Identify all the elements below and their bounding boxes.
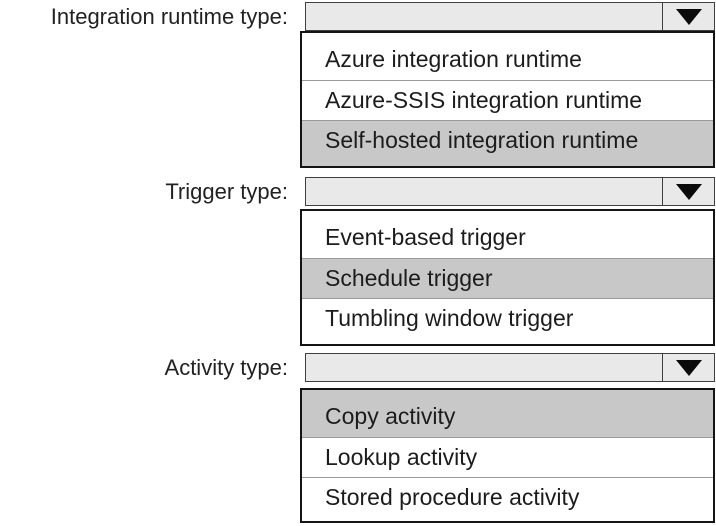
option-lookup-activity[interactable]: Lookup activity: [302, 437, 713, 477]
activity-type-dropdown[interactable]: [305, 353, 715, 382]
trigger-type-options-list: Event-based trigger Schedule trigger Tum…: [300, 209, 715, 346]
dropdown-arrow-button[interactable]: [662, 354, 714, 381]
option-schedule-trigger[interactable]: Schedule trigger: [302, 258, 713, 298]
option-azure-integration-runtime[interactable]: Azure integration runtime: [325, 46, 582, 72]
dropdown-arrow-icon: [675, 359, 702, 376]
dropdown-selected-value: [306, 354, 670, 381]
integration-runtime-type-label: Integration runtime type:: [50, 4, 288, 29]
dropdown-arrow-icon: [675, 183, 702, 200]
dropdown-selected-value: [306, 3, 670, 30]
option-tumbling-window-trigger[interactable]: Tumbling window trigger: [302, 298, 713, 338]
dropdown-arrow-icon: [675, 8, 702, 25]
option-event-based-trigger[interactable]: Event-based trigger: [325, 224, 526, 250]
option-stored-procedure-activity[interactable]: Stored procedure activity: [302, 477, 713, 517]
integration-runtime-options-list: Azure integration runtime Azure-SSIS int…: [300, 31, 715, 168]
option-copy-activity[interactable]: Copy activity: [302, 390, 713, 437]
option-azure-ssis-integration-runtime[interactable]: Azure-SSIS integration runtime: [302, 80, 713, 120]
dropdown-arrow-button[interactable]: [662, 178, 714, 205]
trigger-type-label: Trigger type:: [165, 179, 288, 204]
option-self-hosted-integration-runtime[interactable]: Self-hosted integration runtime: [302, 120, 713, 166]
dropdown-arrow-button[interactable]: [662, 3, 714, 30]
dropdown-selected-value: [306, 178, 670, 205]
activity-type-options-list: Copy activity Lookup activity Stored pro…: [300, 388, 715, 523]
activity-type-label: Activity type:: [164, 355, 288, 380]
trigger-type-dropdown[interactable]: [305, 177, 715, 206]
integration-runtime-type-dropdown[interactable]: [305, 2, 715, 31]
